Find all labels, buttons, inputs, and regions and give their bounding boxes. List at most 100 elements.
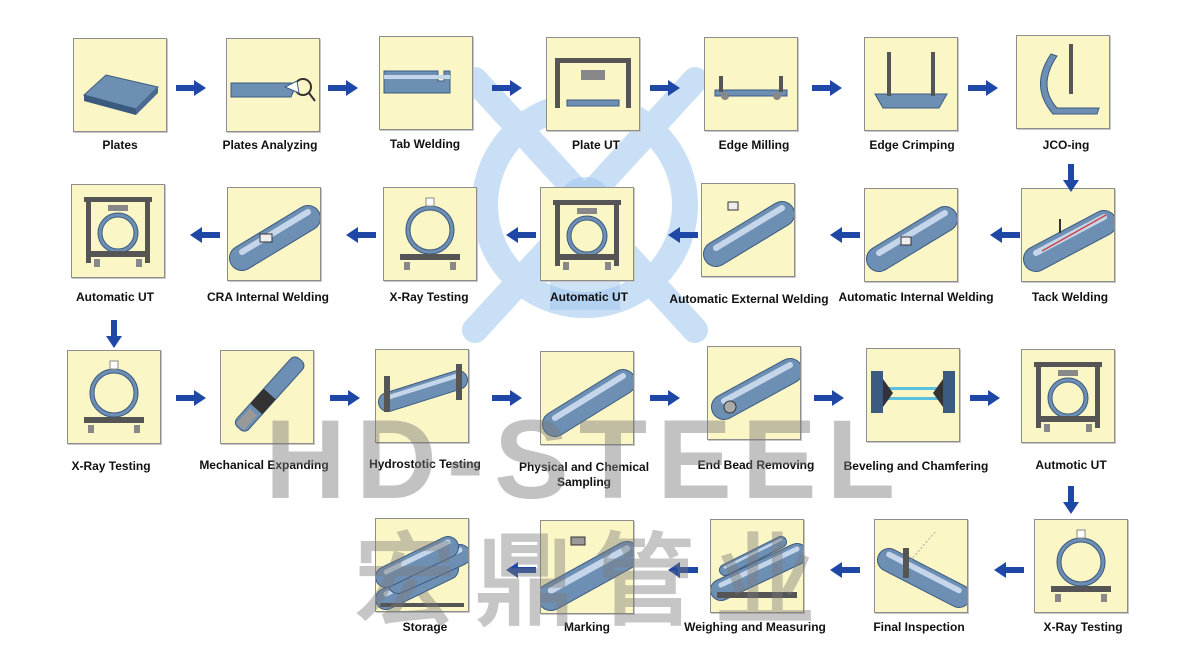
step-13-image	[227, 187, 321, 281]
step-19-label: End Bead Removing	[697, 458, 815, 472]
plates-analyzing-icon	[230, 78, 316, 102]
automatic-ut-icon	[84, 197, 152, 267]
tab-welding-icon	[383, 70, 451, 94]
tack-welding-icon	[1023, 210, 1114, 272]
step-13-label: CRA Internal Welding	[206, 290, 329, 304]
x-ray-testing-icon	[1051, 529, 1111, 602]
end-bead-removing-icon	[711, 358, 800, 420]
step-22-label: X-Ray Testing	[1043, 620, 1123, 634]
plate-ut-icon	[555, 58, 631, 108]
flow-arrow-1	[176, 80, 206, 96]
watermark-chinese-text: 宏鼎管业	[355, 523, 835, 640]
step-25-label: Marking	[563, 620, 610, 634]
step-16-image	[220, 350, 314, 444]
step-19-image	[707, 346, 801, 440]
step-18-image	[540, 351, 634, 445]
marking-icon	[541, 536, 633, 611]
flow-arrow-4	[650, 80, 680, 96]
storage-icon	[376, 536, 468, 610]
step-14-label: Automatic UT	[76, 290, 154, 304]
watermark-text: HD-STEEL	[265, 397, 905, 522]
step-4-label: Plate UT	[571, 138, 620, 152]
edge-crimping-icon	[874, 52, 948, 109]
step-12-label: X-Ray Testing	[389, 290, 469, 304]
flow-arrow-7	[1063, 164, 1079, 192]
step-3-label: Tab Welding	[389, 137, 461, 151]
step-20-label: Beveling and Chamfering	[843, 459, 989, 473]
flow-arrow-23	[830, 562, 860, 578]
flow-arrow-8	[990, 227, 1020, 243]
step-8-image	[1021, 188, 1115, 282]
step-24-image	[710, 519, 804, 613]
step-9-image	[864, 188, 958, 282]
flow-arrow-10	[668, 227, 698, 243]
step-6-label: Edge Crimping	[869, 138, 955, 152]
flow-arrow-13	[190, 227, 220, 243]
step-21-label: Autmotic UT	[1035, 458, 1107, 472]
step-14-image	[71, 184, 165, 278]
flow-arrow-20	[970, 390, 1000, 406]
step-5-image	[704, 37, 798, 131]
weighing-icon	[711, 536, 803, 601]
hydrostatic-testing-icon	[378, 364, 468, 412]
step-17-label: Hydrostotic Testing	[369, 457, 481, 471]
step-21-image	[1021, 349, 1115, 443]
step-2-image	[226, 38, 320, 132]
flow-arrow-18	[650, 390, 680, 406]
step-23-image	[874, 519, 968, 613]
step-18-label: Physical and Chemical Sampling	[518, 460, 650, 489]
cra-internal-welding-icon	[229, 205, 320, 271]
step-10-image	[701, 183, 795, 277]
flow-arrow-16	[330, 390, 360, 406]
flow-arrow-24	[668, 562, 698, 578]
step-15-label: X-Ray Testing	[71, 459, 151, 473]
final-inspection-icon	[877, 531, 967, 608]
step-4-image	[546, 37, 640, 131]
step-7-image	[1016, 35, 1110, 129]
internal-welding-icon	[866, 206, 957, 272]
step-26-image	[375, 518, 469, 612]
sampling-icon	[542, 369, 633, 437]
flow-arrow-17	[492, 390, 522, 406]
step-2-label: Plates Analyzing	[222, 138, 318, 152]
x-ray-testing-icon	[84, 360, 144, 433]
mechanical-expanding-icon	[234, 356, 305, 432]
step-26-label: Storage	[402, 620, 448, 634]
step-7-label: JCO-ing	[1042, 138, 1090, 152]
beveling-icon	[871, 371, 955, 413]
step-5-label: Edge Milling	[718, 138, 790, 152]
flow-arrow-5	[812, 80, 842, 96]
flow-arrow-21	[1063, 486, 1079, 514]
x-ray-testing-icon	[400, 197, 460, 270]
step-16-label: Mechanical Expanding	[199, 458, 329, 472]
step-22-image	[1034, 519, 1128, 613]
flow-arrow-3	[492, 80, 522, 96]
flow-arrow-6	[968, 80, 998, 96]
step-11-label: Automatic UT	[550, 290, 628, 304]
step-3-image	[379, 36, 473, 130]
plates-icon	[82, 74, 159, 115]
flow-arrow-22	[994, 562, 1024, 578]
step-9-label: Automatic Internal Welding	[838, 290, 994, 304]
step-11-image	[540, 187, 634, 281]
step-17-image	[375, 349, 469, 443]
step-23-label: Final Inspection	[873, 620, 965, 634]
jco-ing-icon	[1040, 44, 1100, 115]
step-8-label: Tack Welding	[1031, 290, 1109, 304]
step-12-image	[383, 187, 477, 281]
edge-milling-icon	[714, 76, 788, 100]
step-25-image	[540, 520, 634, 614]
step-1-image	[73, 38, 167, 132]
automatic-ut-icon	[1034, 362, 1102, 432]
flow-arrow-11	[506, 227, 536, 243]
step-20-image	[866, 348, 960, 442]
flow-arrow-2	[328, 80, 358, 96]
flow-arrow-25	[506, 562, 536, 578]
flow-arrow-12	[346, 227, 376, 243]
step-1-label: Plates	[102, 138, 138, 152]
step-15-image	[67, 350, 161, 444]
flow-arrow-9	[830, 227, 860, 243]
step-24-label: Weighing and Measuring	[684, 620, 826, 634]
flow-arrow-14	[106, 320, 122, 348]
